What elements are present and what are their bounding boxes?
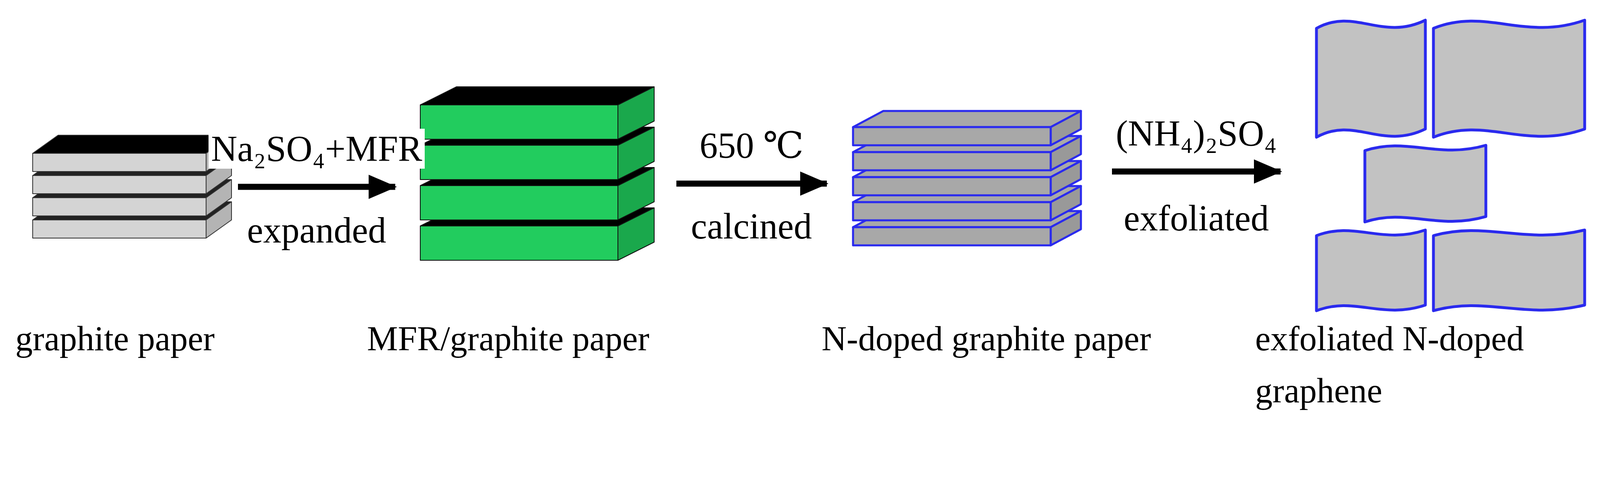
stage-figure: N-doped graphite paper bbox=[851, 108, 1085, 259]
graphene-sheet bbox=[1433, 229, 1585, 311]
step-label: expanded bbox=[244, 210, 389, 251]
stage-caption: N-doped graphite paper bbox=[821, 312, 1152, 365]
layer-slab bbox=[420, 104, 618, 140]
stage-figure: MFR/graphite paper bbox=[418, 84, 657, 271]
graphene-sheet bbox=[1316, 20, 1426, 138]
layer-slab bbox=[420, 185, 618, 220]
stage-caption: graphite paper bbox=[15, 312, 215, 365]
stage-caption: exfoliated N-doped graphene bbox=[1255, 312, 1590, 417]
graphene-sheet bbox=[1364, 145, 1486, 222]
layer-slab bbox=[32, 219, 207, 238]
layer-illustration bbox=[1286, 18, 1594, 315]
layer-slab bbox=[853, 177, 1051, 196]
layer-slab bbox=[32, 153, 207, 172]
layer-slab bbox=[617, 86, 655, 140]
layer-slab bbox=[420, 86, 655, 105]
layer-slab bbox=[853, 127, 1051, 146]
step-label: exfoliated bbox=[1121, 198, 1272, 238]
reagent-label: Na₂SO₄+MFR bbox=[208, 128, 425, 169]
stage-caption: MFR/graphite paper bbox=[367, 312, 650, 365]
layer-slab bbox=[1050, 110, 1081, 146]
layer-illustration bbox=[851, 108, 1085, 259]
stage-figure: graphite paper bbox=[30, 133, 233, 259]
graphene-sheet bbox=[1433, 20, 1585, 138]
layer-slab bbox=[853, 152, 1051, 171]
reagent-label: (NH₄)₂SO₄ bbox=[1113, 113, 1279, 154]
layer-illustration bbox=[418, 84, 657, 271]
layer-slab bbox=[853, 110, 1081, 128]
layer-slab bbox=[853, 227, 1051, 246]
layer-slab bbox=[853, 202, 1051, 221]
stage-figure: exfoliated N-doped graphene bbox=[1286, 18, 1594, 315]
process-arrow bbox=[1111, 168, 1281, 175]
layer-slab bbox=[32, 175, 207, 194]
step-label: calcined bbox=[688, 206, 815, 247]
process-arrow bbox=[676, 180, 827, 187]
layer-slab bbox=[420, 225, 618, 261]
process-arrow bbox=[237, 183, 396, 190]
layer-slab bbox=[32, 135, 232, 154]
layer-slab bbox=[420, 145, 618, 180]
layer-slab bbox=[32, 197, 207, 216]
graphene-sheet bbox=[1316, 229, 1426, 311]
layer-illustration bbox=[30, 133, 233, 259]
reagent-label: 650 ℃ bbox=[696, 125, 806, 166]
